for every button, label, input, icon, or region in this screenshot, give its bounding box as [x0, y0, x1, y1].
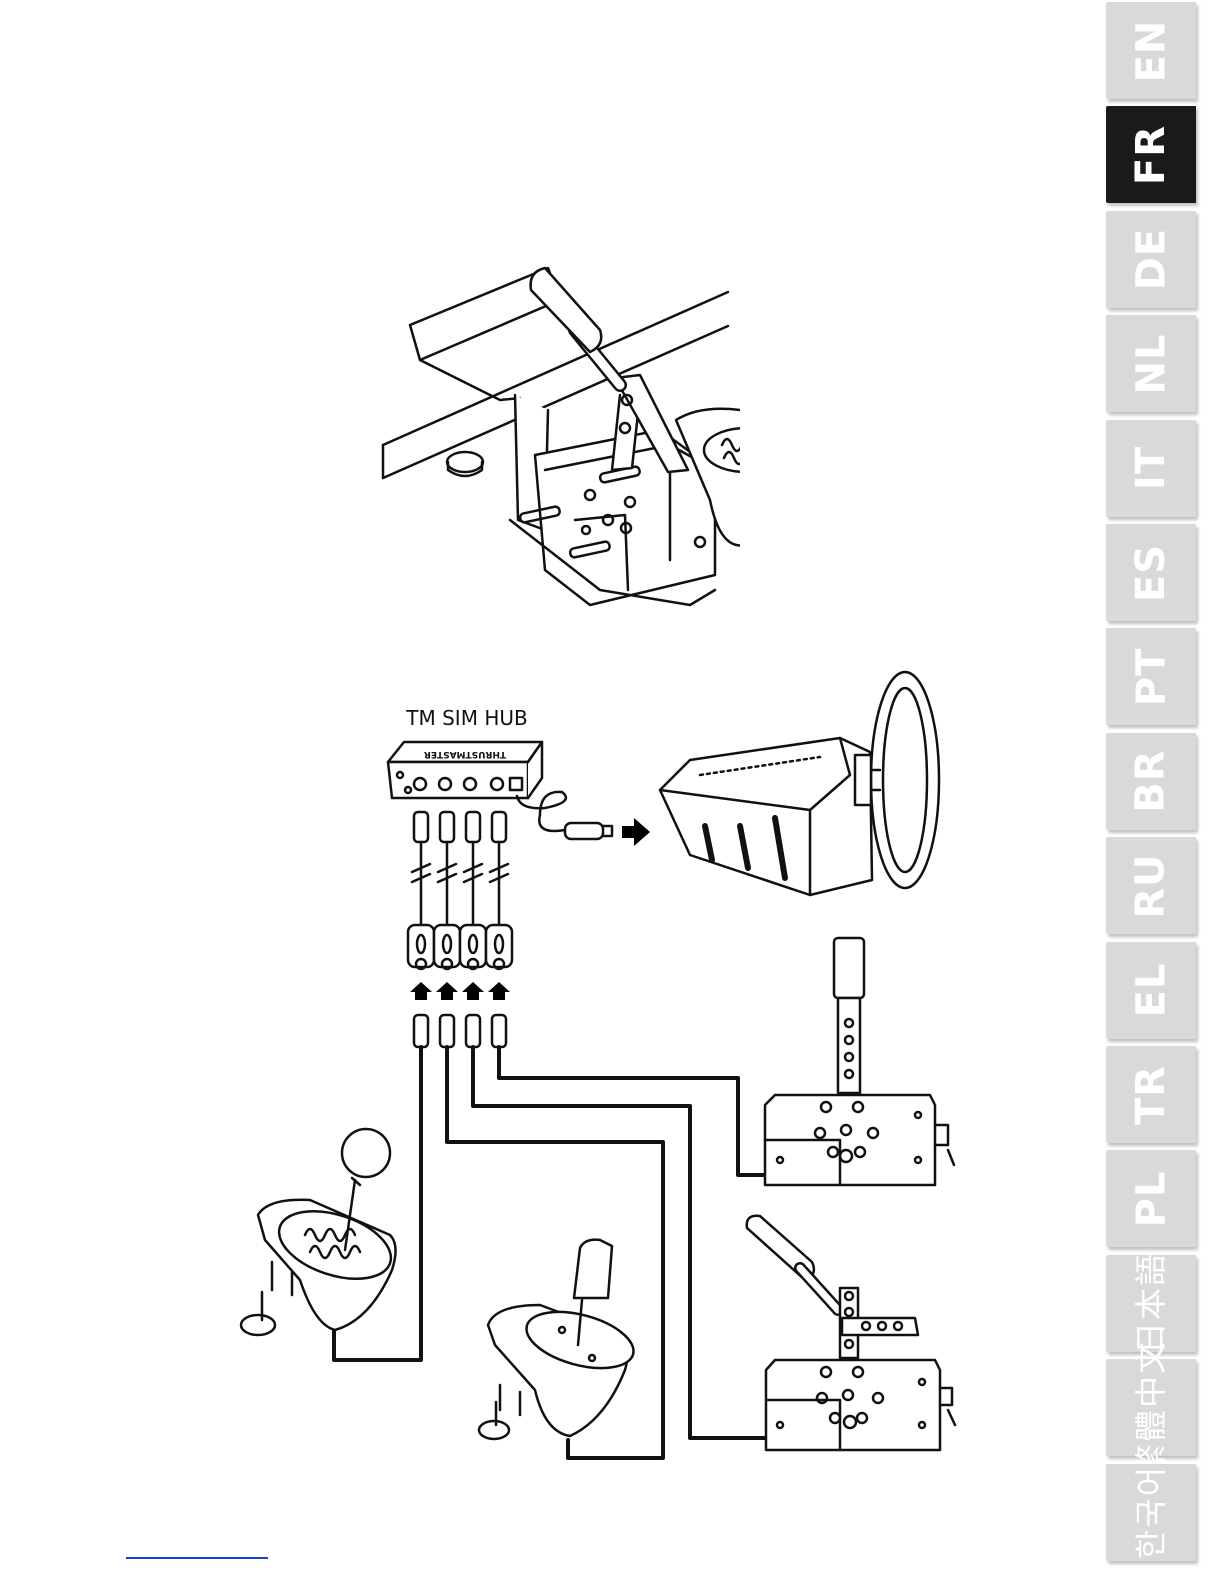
language-tab-label: ES: [1131, 543, 1171, 601]
language-tab-label: 繁體中文: [1135, 1340, 1167, 1476]
language-tab-6[interactable]: PT: [1106, 628, 1196, 725]
language-tab-label: BR: [1131, 750, 1171, 813]
language-tab-label: EL: [1131, 963, 1171, 1018]
language-tab-5[interactable]: ES: [1106, 524, 1196, 621]
footer-link[interactable]: [126, 1557, 268, 1559]
language-tab-0[interactable]: EN: [1106, 2, 1196, 99]
language-tab-label: IT: [1131, 446, 1171, 490]
language-tab-label: DE: [1131, 228, 1171, 291]
language-tab-14[interactable]: 한국어: [1106, 1464, 1196, 1561]
arrow-up-icons: [410, 982, 510, 1000]
language-tab-12[interactable]: 日本語: [1106, 1255, 1196, 1352]
extension-connectors: [408, 925, 512, 969]
language-tab-3[interactable]: NL: [1106, 315, 1196, 412]
language-tab-4[interactable]: IT: [1106, 420, 1196, 517]
sequential-shifter: [765, 938, 954, 1185]
language-tab-1[interactable]: FR: [1106, 106, 1196, 203]
wheel-base: [660, 672, 939, 895]
language-tab-11[interactable]: PL: [1106, 1150, 1196, 1247]
language-tab-label: NL: [1131, 333, 1171, 394]
connection-diagram: THRUSTMASTER: [230, 670, 960, 1470]
language-tab-7[interactable]: BR: [1106, 733, 1196, 830]
language-tab-label: 한국어: [1135, 1465, 1167, 1559]
handbrake: [747, 1216, 955, 1450]
language-tab-8[interactable]: RU: [1106, 837, 1196, 934]
arrow-right-icon: [622, 818, 650, 846]
language-tab-13[interactable]: 繁體中文: [1106, 1359, 1196, 1456]
hub-cables-upper: [412, 812, 508, 925]
language-tab-label: TR: [1131, 1064, 1171, 1124]
language-tab-label: RU: [1131, 853, 1171, 918]
language-tab-label: EN: [1131, 19, 1171, 82]
language-tab-label: FR: [1131, 125, 1171, 185]
language-tab-2[interactable]: DE: [1106, 211, 1196, 308]
language-tab-9[interactable]: EL: [1106, 942, 1196, 1039]
sequential-shifter-small: [479, 1240, 640, 1439]
device-plugs: [414, 1015, 506, 1047]
clamp-mount-illustration: [370, 255, 740, 615]
language-tab-label: PT: [1131, 648, 1171, 707]
language-tab-10[interactable]: TR: [1106, 1046, 1196, 1143]
h-shifter: [241, 1129, 399, 1335]
hub-brand-text: THRUSTMASTER: [424, 749, 506, 759]
language-tab-label: PL: [1131, 1170, 1171, 1227]
